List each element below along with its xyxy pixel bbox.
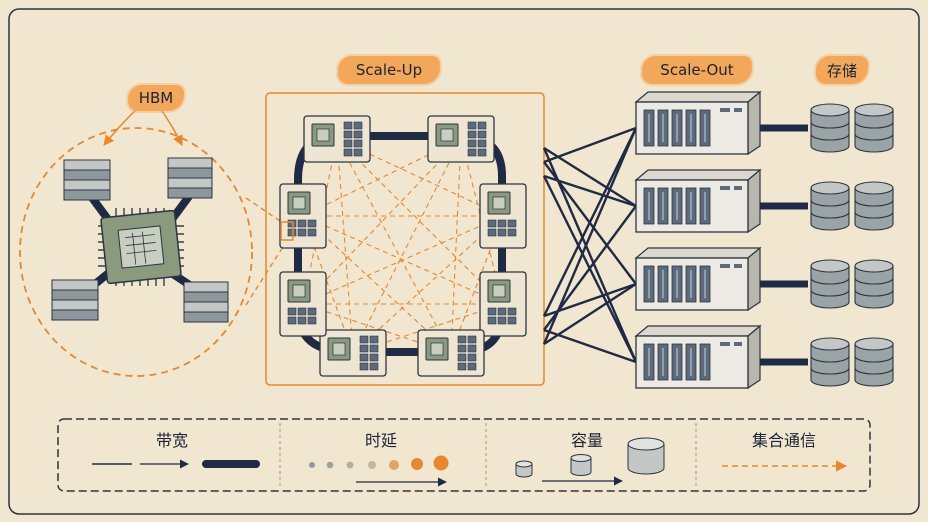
hbm-stack-bottom-right	[183, 281, 229, 323]
zoom-line-top	[245, 197, 287, 226]
scale-up-group	[265, 92, 545, 386]
scale-up-node	[319, 329, 387, 377]
scale-up-node	[279, 183, 327, 249]
scale-out-server	[634, 324, 762, 390]
storage-disk	[810, 103, 850, 153]
scale-up-node	[279, 271, 327, 337]
latency-dots	[309, 455, 449, 471]
legend-capacity-title: 容量	[570, 431, 603, 450]
scale-out-servers	[634, 90, 762, 390]
scale-up-node	[417, 329, 485, 377]
scale-out-server	[634, 246, 762, 312]
storage-label: 存储	[816, 56, 868, 84]
scale-out-fabric	[542, 126, 638, 364]
capacity-cylinders	[515, 437, 665, 478]
storage-disk	[854, 259, 894, 309]
scale-up-node	[479, 183, 527, 249]
legend-box	[57, 418, 871, 492]
scale-up-label: Scale-Up	[338, 56, 440, 84]
scale-out-label: Scale-Out	[642, 56, 752, 84]
storage-disk	[854, 103, 894, 153]
scale-up-node	[303, 115, 371, 163]
hbm-arrow-right	[159, 107, 183, 146]
scale-up-node	[427, 115, 495, 163]
storage-group	[760, 103, 894, 387]
collective-mesh	[302, 138, 504, 354]
storage-disk	[810, 181, 850, 231]
hbm-cluster	[19, 107, 287, 377]
scale-out-server	[634, 168, 762, 234]
scale-up-nodes	[279, 115, 527, 377]
storage-disk	[854, 181, 894, 231]
hbm-stack-top-left	[63, 159, 111, 201]
processor-chip	[98, 208, 184, 286]
scale-up-node	[479, 271, 527, 337]
storage-disk	[854, 337, 894, 387]
zoom-highlight	[280, 221, 294, 241]
storage-disk	[810, 337, 850, 387]
legend-latency-title: 时延	[364, 431, 397, 450]
hbm-dashed-boundary	[19, 127, 253, 377]
hbm-label: HBM	[128, 85, 184, 111]
hbm-arrow-left	[103, 107, 139, 146]
scale-up-boundary	[265, 92, 545, 386]
legend-bandwidth-title: 带宽	[155, 431, 188, 450]
scale-up-ring-link	[294, 132, 506, 356]
hbm-stack-bottom-left	[51, 279, 99, 321]
legend-collective-title: 集合通信	[751, 431, 816, 450]
storage-disk	[810, 259, 850, 309]
scale-out-server	[634, 90, 762, 156]
legend	[57, 418, 871, 492]
hbm-stack-top-right	[167, 157, 213, 199]
outer-frame	[8, 8, 920, 515]
